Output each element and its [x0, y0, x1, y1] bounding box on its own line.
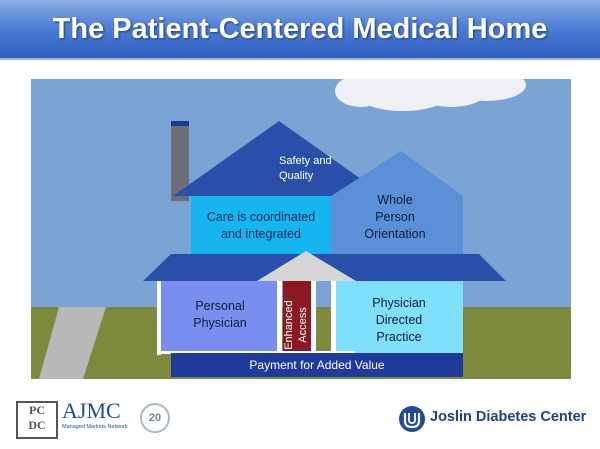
whole-person-label: Whole Person Orientation: [347, 192, 443, 243]
personal-physician-label: Personal Physician: [163, 298, 277, 332]
pcdc-logo: PC DC: [16, 401, 58, 439]
house-illustration: Safety and Quality Care is coordinated a…: [31, 79, 571, 379]
porch-post: [157, 281, 161, 355]
slide-title: The Patient-Centered Medical Home: [0, 0, 600, 58]
joslin-emblem-icon: [398, 405, 426, 433]
ajmc-logo: AJMC Managed Markets Network: [62, 399, 142, 435]
joslin-logo: Joslin Diabetes Center: [398, 404, 588, 434]
physician-directed-label: Physician Directed Practice: [351, 295, 447, 346]
coordinated-care-label: Care is coordinated and integrated: [191, 209, 331, 243]
anniversary-badge-icon: 20: [140, 403, 170, 433]
porch-post: [331, 281, 336, 353]
safety-quality-label: Safety and Quality: [279, 154, 345, 184]
enhanced-access-label: Enhanced Access: [282, 291, 312, 359]
payment-label: Payment for Added Value: [171, 357, 463, 373]
